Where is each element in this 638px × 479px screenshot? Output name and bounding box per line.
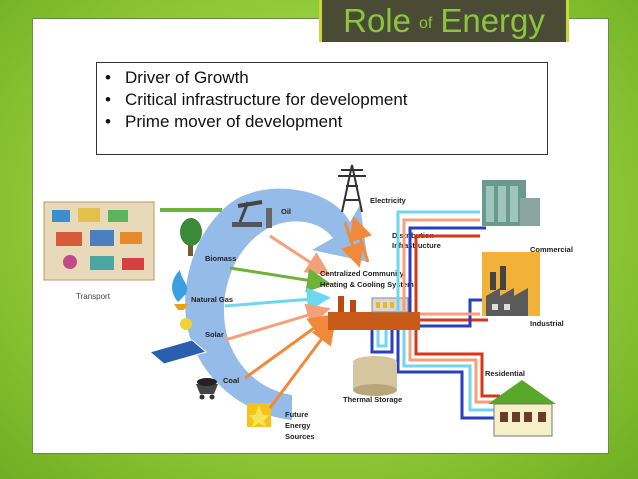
- electricity-tower-icon: [338, 164, 366, 213]
- future-energy-icon: [247, 403, 271, 427]
- label-electricity: Electricity: [370, 196, 407, 205]
- commercial-building-icon: [482, 180, 540, 226]
- bullet-item: Driver of Growth: [105, 67, 547, 89]
- tree-icon: [180, 218, 202, 256]
- label-oil: Oil: [281, 207, 291, 216]
- oil-pump-icon: [232, 200, 272, 228]
- solar-panel-icon: [148, 318, 208, 365]
- coal-cart-icon: [196, 378, 218, 400]
- bullet-list-box: Driver of Growth Critical infrastructure…: [96, 62, 548, 155]
- arrow-oil: [269, 234, 331, 276]
- factory-icon: [482, 252, 540, 316]
- title-word-of: of: [418, 15, 433, 32]
- arrow-future: [268, 320, 336, 409]
- arrow-solar: [224, 303, 331, 342]
- cycle-arrow: [185, 188, 368, 420]
- label-future-3: Sources: [285, 432, 315, 441]
- distribution-pipes: [370, 210, 500, 420]
- label-commercial: Commercial: [530, 245, 573, 254]
- bullet-item: Prime mover of development: [105, 111, 547, 133]
- central-plant-icon: [328, 296, 420, 330]
- transport-illustration: [43, 201, 155, 281]
- label-solar: Solar: [205, 330, 224, 339]
- thermal-storage-tank-icon: [353, 356, 397, 396]
- label-central-2: Heating & Cooling System: [320, 280, 414, 289]
- title-word-energy: Energy: [440, 2, 545, 39]
- label-future-1: Future: [285, 410, 308, 419]
- arrow-biomass: [229, 266, 331, 293]
- label-central-1: Centralized Community: [320, 269, 405, 278]
- arrow-natural-gas: [224, 287, 331, 312]
- bullet-item: Critical infrastructure for development: [105, 89, 547, 111]
- gas-flame-icon: [172, 270, 188, 310]
- bullet-list: Driver of Growth Critical infrastructure…: [105, 67, 547, 133]
- label-industrial: Industrial: [530, 319, 564, 328]
- label-coal: Coal: [223, 376, 239, 385]
- label-thermal-storage: Thermal Storage: [343, 395, 402, 404]
- house-icon: [488, 380, 556, 437]
- label-distribution-1: Distribution: [392, 231, 434, 240]
- title-word-role: Role: [343, 2, 411, 39]
- label-natural-gas: Natural Gas: [191, 295, 233, 304]
- label-future-2: Energy: [285, 421, 311, 430]
- label-biomass: Biomass: [205, 254, 236, 263]
- label-transport: Transport: [76, 292, 111, 301]
- label-residential: Residential: [485, 369, 525, 378]
- slide-title: Role of Energy: [319, 0, 569, 42]
- arrow-electricity-up: [349, 216, 372, 263]
